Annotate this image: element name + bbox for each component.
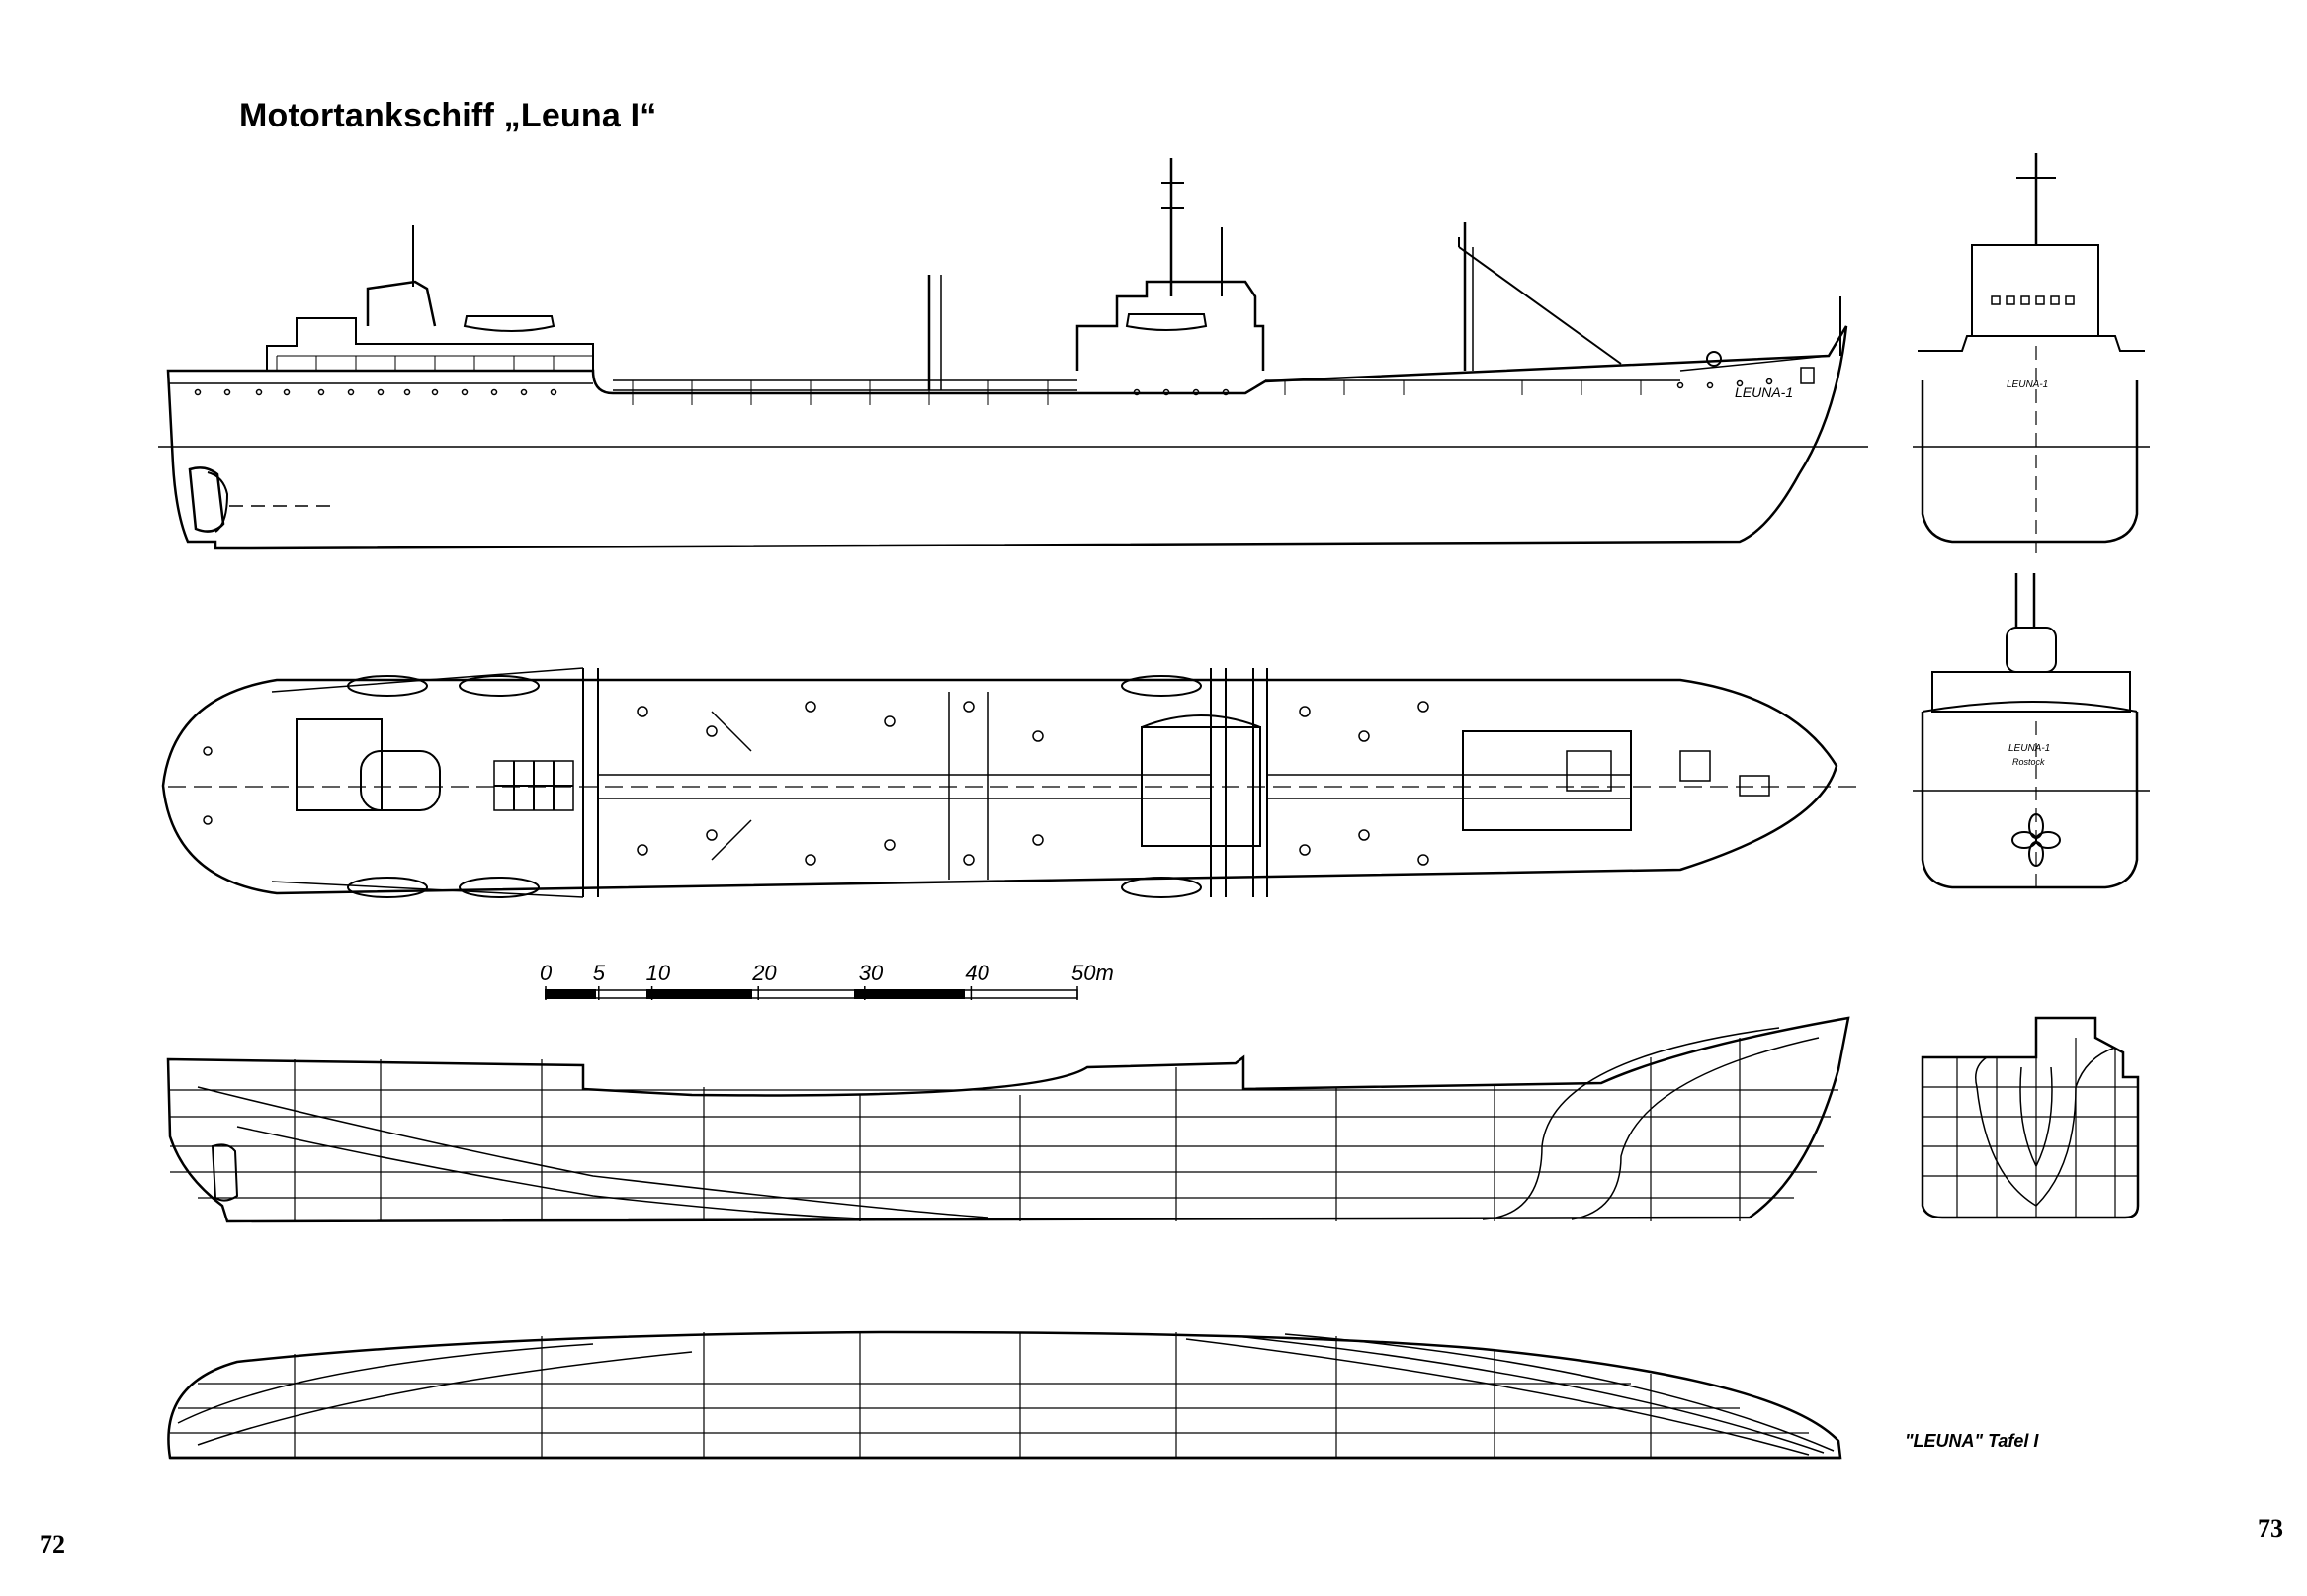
bow-hull-name: LEUNA-1: [2007, 379, 2048, 390]
page-number-left: 72: [40, 1530, 65, 1558]
page-number-right: 73: [2258, 1514, 2283, 1543]
drawing-title: Motortankschiff „Leuna I“: [239, 97, 657, 134]
scale-label: 10: [646, 961, 671, 985]
half-breadth-plan: [167, 1330, 1842, 1460]
stern-view: [1913, 573, 2150, 894]
scale-label: 0: [540, 961, 553, 985]
side-hull-name: LEUNA-1: [1735, 384, 1793, 400]
plate-caption: "LEUNA" Tafel I: [1905, 1431, 2039, 1451]
stern-port-name: Rostock: [2012, 757, 2045, 767]
scale-label: 50m: [1071, 961, 1114, 985]
scale-bar: [545, 986, 1078, 1000]
scale-label: 40: [965, 961, 989, 985]
lines-plan-profile: [166, 1016, 1850, 1223]
scale-label: 5: [593, 961, 606, 985]
scale-label: 30: [859, 961, 884, 985]
scale-bar-labels: 0 5 10 20 30 40 50m: [540, 961, 1114, 985]
profile-elevation: [158, 158, 1868, 550]
front-view: [1913, 153, 2150, 553]
stern-hull-name: LEUNA-1: [2008, 743, 2050, 754]
body-plan: [1921, 1016, 2140, 1219]
deck-plan: [161, 667, 1858, 898]
scale-label: 20: [751, 961, 777, 985]
